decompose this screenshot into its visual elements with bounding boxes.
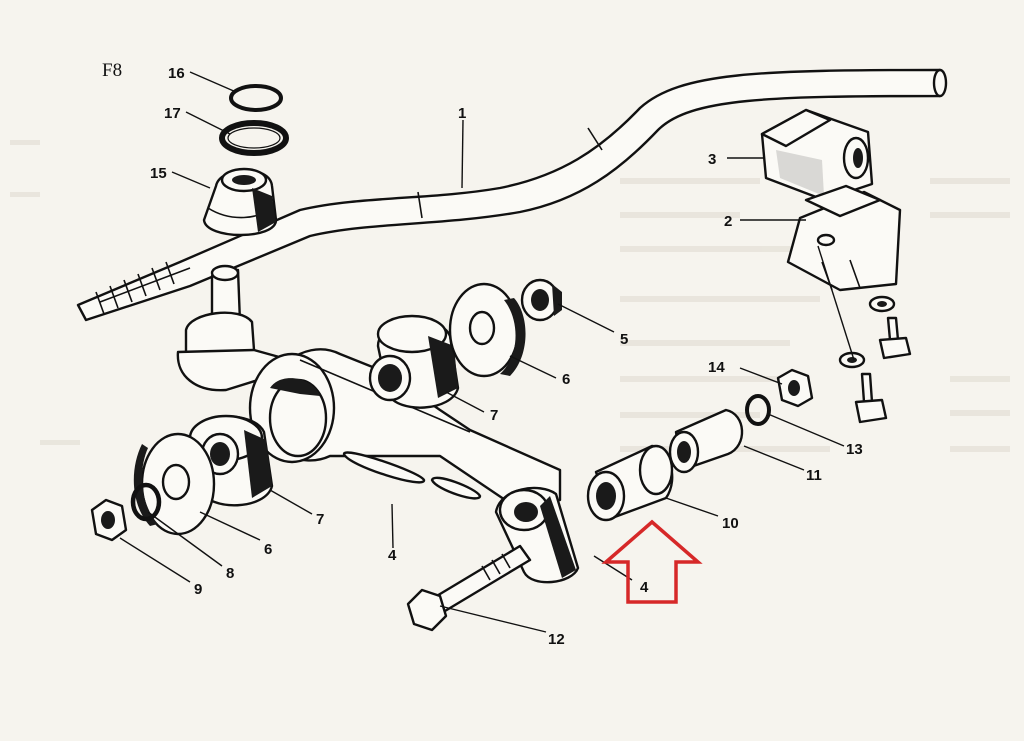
callout-7b: 7: [316, 511, 324, 528]
hex-nut-left: [90, 498, 128, 542]
callout-4a: 4: [388, 547, 397, 564]
callout-7a: 7: [490, 407, 498, 424]
spring-washer-small: [745, 394, 771, 426]
callout-10: 10: [722, 515, 739, 532]
callout-labels: 1 2 3 4 4 5 6 6 7 7 8 9 10 11 12 13 14 1…: [150, 65, 863, 648]
callout-6a: 6: [562, 371, 570, 388]
bracket-bolt-upper: [878, 316, 912, 360]
spring-washer: [130, 482, 162, 522]
callout-12: 12: [548, 631, 565, 648]
callout-6b: 6: [264, 541, 272, 558]
long-bolt: [406, 544, 532, 632]
highlight-arrow-outline: [601, 519, 703, 604]
callout-5: 5: [620, 331, 628, 348]
spacer-tube: [668, 408, 744, 474]
bar-thread: [95, 261, 175, 315]
figure-label: F8: [102, 60, 122, 81]
bracket-bolt-lower: [854, 372, 888, 424]
highlight-arrow: [601, 519, 703, 604]
rubber-boot: [202, 167, 278, 237]
callout-9: 9: [194, 581, 202, 598]
sleeve-bushing: [586, 444, 674, 522]
washer-upper: [448, 282, 526, 378]
callout-8: 8: [226, 565, 234, 582]
control-arm: [176, 264, 580, 584]
callout-11: 11: [806, 467, 822, 484]
rubber-mount: [760, 108, 874, 202]
callout-16: 16: [168, 65, 185, 82]
callout-15: 15: [150, 165, 167, 182]
callout-1: 1: [458, 105, 466, 122]
rubber-bush-upper: [368, 314, 460, 409]
callout-3: 3: [708, 151, 716, 168]
callout-2: 2: [724, 213, 732, 230]
leader-lines: [119, 71, 855, 633]
callout-13: 13: [846, 441, 863, 458]
retaining-ring-17: [219, 120, 289, 156]
bracket-washer-upper: [868, 295, 896, 313]
spacer-sleeve: [520, 278, 562, 322]
stabilizer-bar: [76, 68, 948, 322]
callout-4b: 4: [640, 579, 649, 596]
callout-14: 14: [708, 359, 725, 376]
callout-17: 17: [164, 105, 181, 122]
mounting-bracket: [786, 184, 902, 292]
retaining-ring-16: [229, 84, 283, 112]
hex-nut-right: [776, 368, 814, 408]
